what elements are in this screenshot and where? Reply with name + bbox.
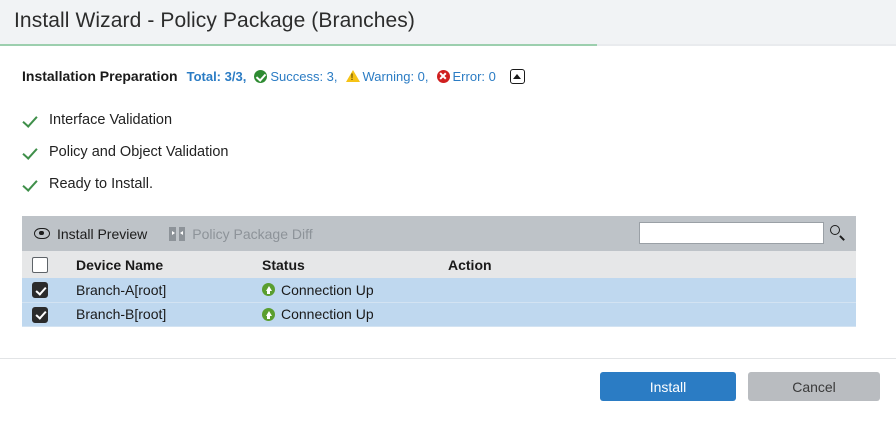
cell-status: Connection Up: [262, 302, 448, 326]
column-header-status[interactable]: Status: [262, 256, 305, 273]
cell-device-name: Branch-A[root]: [76, 281, 167, 298]
title-underline-green: [0, 44, 597, 46]
error-icon: [436, 69, 450, 83]
connection-up-icon: [262, 307, 275, 321]
summary-error: Error: 0: [436, 68, 496, 84]
cell-status-label: Connection Up: [281, 306, 374, 322]
device-table: Device Name Status Action Branch-A[root]…: [22, 251, 856, 327]
cell-status-label: Connection Up: [281, 281, 374, 298]
checklist-item-label: Ready to Install.: [49, 176, 153, 192]
row-checkbox[interactable]: [32, 306, 48, 323]
row-select-cell: [22, 302, 76, 326]
cell-action: [448, 278, 856, 302]
validation-checklist: Interface Validation Policy and Object V…: [22, 104, 522, 200]
row-checkbox[interactable]: [32, 282, 48, 299]
install-preview-panel: Install Preview Policy Package Diff Devi…: [22, 216, 856, 327]
column-header-action[interactable]: Action: [448, 256, 492, 273]
cell-action: [448, 302, 856, 326]
checklist-item: Interface Validation: [22, 104, 522, 136]
success-icon: [254, 69, 268, 83]
tab-install-preview-label: Install Preview: [57, 225, 148, 242]
eye-icon: [34, 228, 50, 239]
diff-icon: [169, 226, 186, 241]
collapse-up-icon[interactable]: [509, 68, 525, 84]
select-all-checkbox[interactable]: [32, 257, 48, 274]
footer-divider: [0, 358, 896, 359]
tab-install-preview[interactable]: Install Preview: [34, 226, 147, 242]
connection-up-icon: [262, 283, 275, 297]
page-title: Install Wizard - Policy Package (Branche…: [14, 9, 416, 32]
check-icon: [22, 175, 40, 193]
checklist-item: Ready to Install.: [22, 168, 522, 200]
checklist-item-label: Interface Validation: [49, 112, 173, 128]
summary-success-label: Success: 3,: [270, 68, 338, 84]
panel-toolbar: Install Preview Policy Package Diff: [22, 216, 856, 251]
footer-actions: Install Cancel: [600, 372, 880, 401]
cancel-button[interactable]: Cancel: [748, 372, 880, 401]
check-icon: [22, 111, 40, 129]
install-button[interactable]: Install: [600, 372, 736, 401]
cell-device-name: Branch-B[root]: [76, 306, 167, 322]
window-title-bar: Install Wizard - Policy Package (Branche…: [0, 0, 896, 44]
summary-warning: Warning: 0,: [345, 68, 429, 84]
search-input[interactable]: [639, 222, 824, 244]
checklist-item-label: Policy and Object Validation: [49, 144, 229, 160]
row-select-cell: [22, 278, 76, 302]
summary-error-label: Error: 0: [452, 68, 496, 84]
summary-title: Installation Preparation: [22, 68, 178, 84]
table-row[interactable]: Branch-A[root] Connection Up: [22, 278, 856, 302]
tab-policy-package-diff-label: Policy Package Diff: [192, 225, 313, 242]
check-icon: [22, 143, 40, 161]
summary-total: Total: 3/3,: [186, 68, 247, 84]
cell-status: Connection Up: [262, 278, 448, 302]
table-header-row: Device Name Status Action: [22, 251, 856, 278]
tab-policy-package-diff[interactable]: Policy Package Diff: [169, 225, 313, 242]
summary-warning-label: Warning: 0,: [362, 68, 429, 84]
table-row[interactable]: Branch-B[root] Connection Up: [22, 302, 856, 326]
search-area: [639, 222, 846, 244]
installation-summary: Installation Preparation Total: 3/3, Suc…: [22, 68, 525, 84]
select-all-header: [22, 251, 76, 278]
search-icon[interactable]: [830, 225, 846, 241]
summary-success: Success: 3,: [254, 68, 338, 84]
column-header-device-name[interactable]: Device Name: [76, 256, 164, 273]
warning-icon: [345, 70, 360, 82]
checklist-item: Policy and Object Validation: [22, 136, 522, 168]
